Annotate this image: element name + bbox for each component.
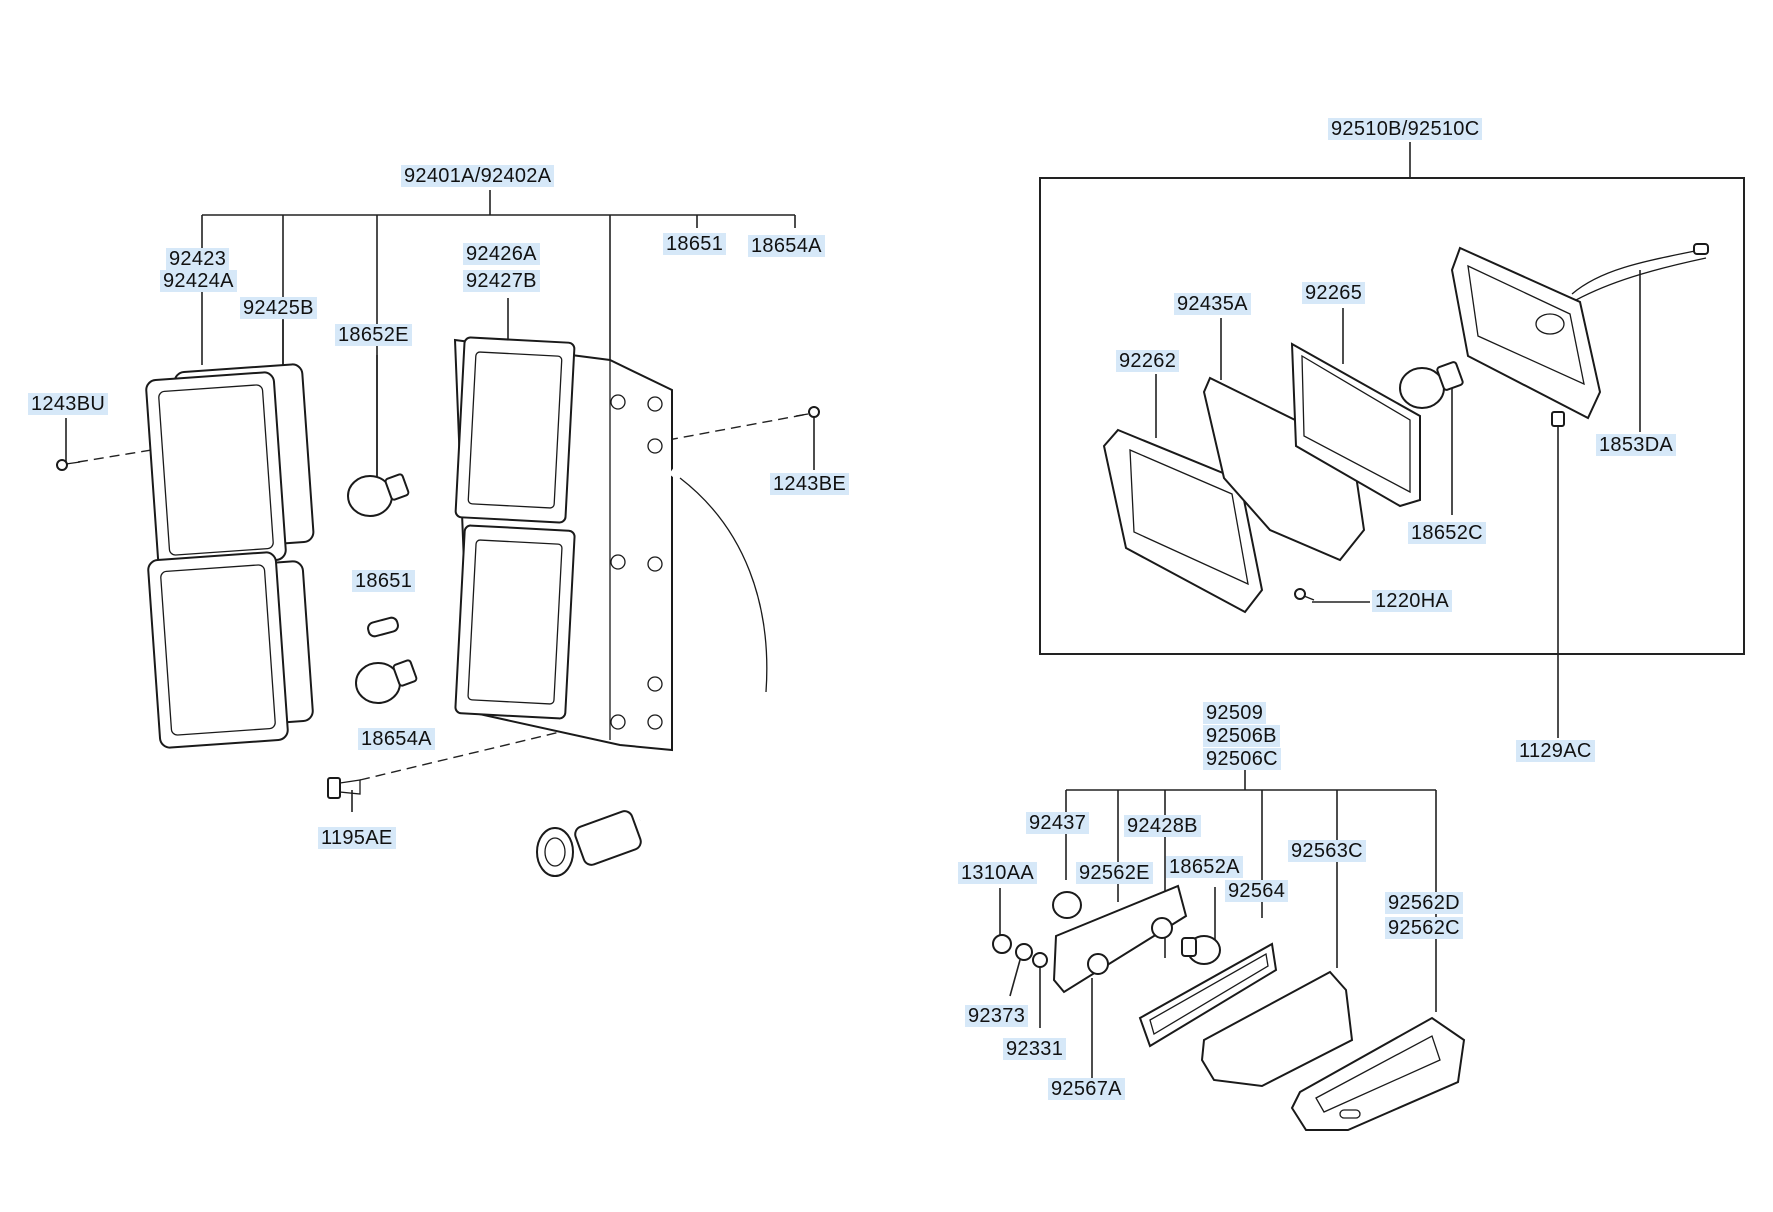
housing-92562d bbox=[1290, 1016, 1466, 1131]
label-1243be: 1243BE bbox=[770, 473, 849, 495]
label-92435a: 92435A bbox=[1174, 293, 1251, 315]
label-92509: 92509 bbox=[1203, 702, 1267, 724]
label-1195ae: 1195AE bbox=[318, 827, 396, 849]
bulb-18654a bbox=[355, 659, 418, 704]
label-92506c: 92506C bbox=[1203, 748, 1281, 770]
label-92564: 92564 bbox=[1225, 880, 1289, 902]
lens-lower bbox=[147, 551, 314, 749]
label-92331: 92331 bbox=[1003, 1038, 1067, 1060]
assembly-box bbox=[1039, 177, 1745, 655]
label-92262: 92262 bbox=[1116, 350, 1180, 372]
label-18652c: 18652C bbox=[1408, 522, 1486, 544]
bulb-18651 bbox=[367, 616, 399, 638]
label-92562c: 92562C bbox=[1385, 917, 1463, 939]
label-92506b: 92506B bbox=[1203, 725, 1280, 747]
label-1310aa: 1310AA bbox=[958, 862, 1037, 884]
label-18651-mid: 18651 bbox=[352, 570, 416, 592]
washer-92331 bbox=[1032, 952, 1048, 968]
label-18652a: 18652A bbox=[1166, 856, 1243, 878]
washer-92373 bbox=[1015, 943, 1033, 961]
screw-1243be bbox=[795, 406, 820, 418]
label-92425b: 92425B bbox=[240, 297, 317, 319]
label-92437: 92437 bbox=[1026, 812, 1090, 834]
lamp-housing bbox=[453, 336, 673, 752]
screw-1220ha bbox=[1294, 588, 1315, 601]
grommet-92437 bbox=[1052, 891, 1082, 919]
label-1243bu: 1243BU bbox=[28, 393, 109, 415]
label-92265: 92265 bbox=[1302, 282, 1366, 304]
screw-1129ac bbox=[1551, 411, 1565, 427]
label-18652e: 18652E bbox=[335, 324, 412, 346]
bracket-92428b bbox=[1052, 884, 1188, 994]
label-18654a-bottom: 18654A bbox=[358, 728, 435, 750]
label-18651-top: 18651 bbox=[663, 233, 727, 255]
bulb-18652e bbox=[347, 473, 410, 517]
housing-1853da bbox=[1450, 243, 1709, 420]
label-18654a-top: 18654A bbox=[748, 235, 825, 257]
screw-path-right bbox=[667, 413, 809, 441]
label-92562e: 92562E bbox=[1076, 862, 1153, 884]
right-top-leader-lines bbox=[1155, 270, 1641, 738]
label-92427b: 92427B bbox=[463, 270, 540, 292]
screw-1195ae bbox=[327, 777, 361, 799]
label-1853da: 1853DA bbox=[1596, 434, 1677, 456]
wire-harness bbox=[638, 465, 771, 825]
gasket-92265 bbox=[1290, 342, 1421, 508]
label-92424a: 92424A bbox=[160, 270, 237, 292]
label-92563c: 92563C bbox=[1288, 840, 1366, 862]
lens-92563c bbox=[1200, 970, 1354, 1088]
label-92426a: 92426A bbox=[463, 243, 540, 265]
label-1220ha: 1220HA bbox=[1372, 590, 1453, 612]
lens-upper bbox=[145, 363, 315, 569]
bulb-18652c bbox=[1399, 361, 1464, 409]
bulb-18652a bbox=[1181, 935, 1221, 965]
nut-1310aa bbox=[992, 934, 1012, 954]
label-92423: 92423 bbox=[166, 248, 230, 270]
wire-connector bbox=[536, 810, 642, 877]
label-92562d: 92562D bbox=[1385, 892, 1463, 914]
label-92428b: 92428B bbox=[1124, 815, 1201, 837]
label-92373: 92373 bbox=[965, 1005, 1029, 1027]
screw-1243bu bbox=[56, 459, 81, 471]
gasket-92564 bbox=[1138, 942, 1278, 1048]
label-92401a-92402a: 92401A/92402A bbox=[401, 165, 555, 187]
label-92567a: 92567A bbox=[1048, 1078, 1125, 1100]
label-92510b-92510c: 92510B/92510C bbox=[1328, 118, 1483, 140]
label-1129ac: 1129AC bbox=[1516, 740, 1595, 762]
